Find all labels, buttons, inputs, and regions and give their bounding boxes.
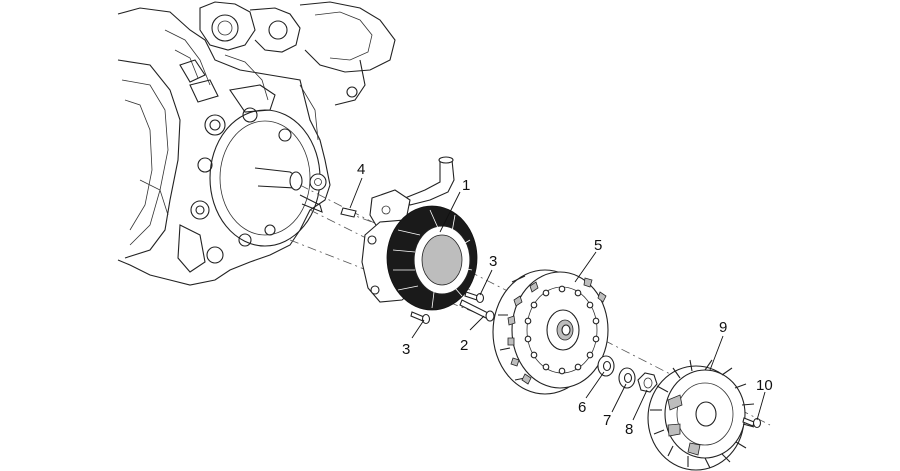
engine-crankcase-drawing (117, 1, 396, 286)
callout-9: 9 (719, 319, 727, 336)
callout-2: 2 (460, 337, 468, 354)
part-8-nut (637, 372, 658, 393)
part-10-screw (742, 417, 762, 429)
part-2-bolt (459, 299, 495, 322)
callout-5: 5 (594, 237, 602, 254)
part-4-woodruff-key (340, 207, 357, 218)
callout-1: 1 (462, 177, 470, 194)
part-1-stator-assembly (361, 156, 478, 311)
callout-numbers: 1 2 3 3 4 5 6 7 8 9 10 (357, 161, 773, 438)
part-3-screw-lower (410, 311, 431, 325)
fan-blades (650, 359, 755, 469)
part-5-flywheel-rotor (492, 269, 609, 395)
part-7-washer (618, 367, 636, 389)
callout-4: 4 (357, 161, 365, 178)
flywheel-ventilation-holes (524, 285, 600, 375)
callout-3-lower: 3 (402, 341, 410, 358)
part-6-washer (597, 355, 615, 377)
callout-10: 10 (756, 377, 773, 394)
callout-leader-lines (349, 177, 766, 421)
part-9-cooling-fan (647, 359, 755, 471)
callout-8: 8 (625, 421, 633, 438)
callout-7: 7 (603, 412, 611, 429)
part-3-screw-upper (464, 291, 485, 304)
callout-3-upper: 3 (489, 253, 497, 270)
callout-6: 6 (578, 399, 586, 416)
